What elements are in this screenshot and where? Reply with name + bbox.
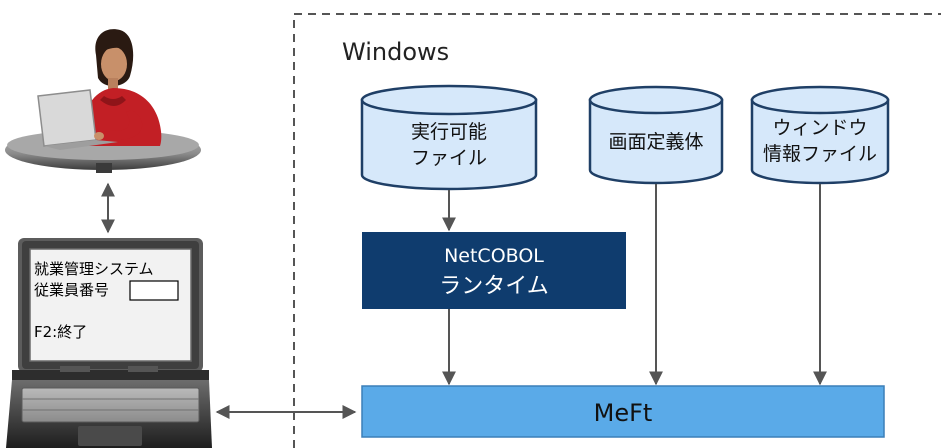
netcobol-runtime-box: NetCOBOL ランタイム: [362, 232, 626, 309]
terminal-screen-title: 就業管理システム: [34, 260, 154, 278]
window-info-label-line1: ウィンドウ: [772, 117, 867, 139]
laptop-terminal-icon: [6, 238, 212, 448]
windows-boundary: [293, 13, 941, 448]
windows-label: Windows: [342, 38, 449, 66]
employee-number-input[interactable]: [129, 280, 179, 301]
terminal-function-key: F2:終了: [34, 323, 87, 341]
window-info-label-line2: 情報ファイル: [763, 143, 877, 165]
mefte-box: MeFt: [361, 385, 885, 438]
executable-file-cylinder: 実行可能 ファイル: [360, 84, 538, 191]
screen-definition-cylinder: 画面定義体: [588, 85, 724, 185]
executable-file-label-line2: ファイル: [411, 147, 487, 169]
runtime-label-line2: ランタイム: [439, 274, 549, 299]
mefte-label: MeFt: [594, 399, 653, 427]
window-info-file-cylinder: ウィンドウ 情報ファイル: [750, 85, 890, 185]
terminal-field-label: 従業員番号: [34, 281, 109, 299]
runtime-label-line1: NetCOBOL: [444, 245, 544, 267]
screen-definition-label: 画面定義体: [608, 131, 703, 153]
executable-file-label-line1: 実行可能: [411, 121, 487, 143]
person-at-laptop-icon: [5, 29, 201, 173]
